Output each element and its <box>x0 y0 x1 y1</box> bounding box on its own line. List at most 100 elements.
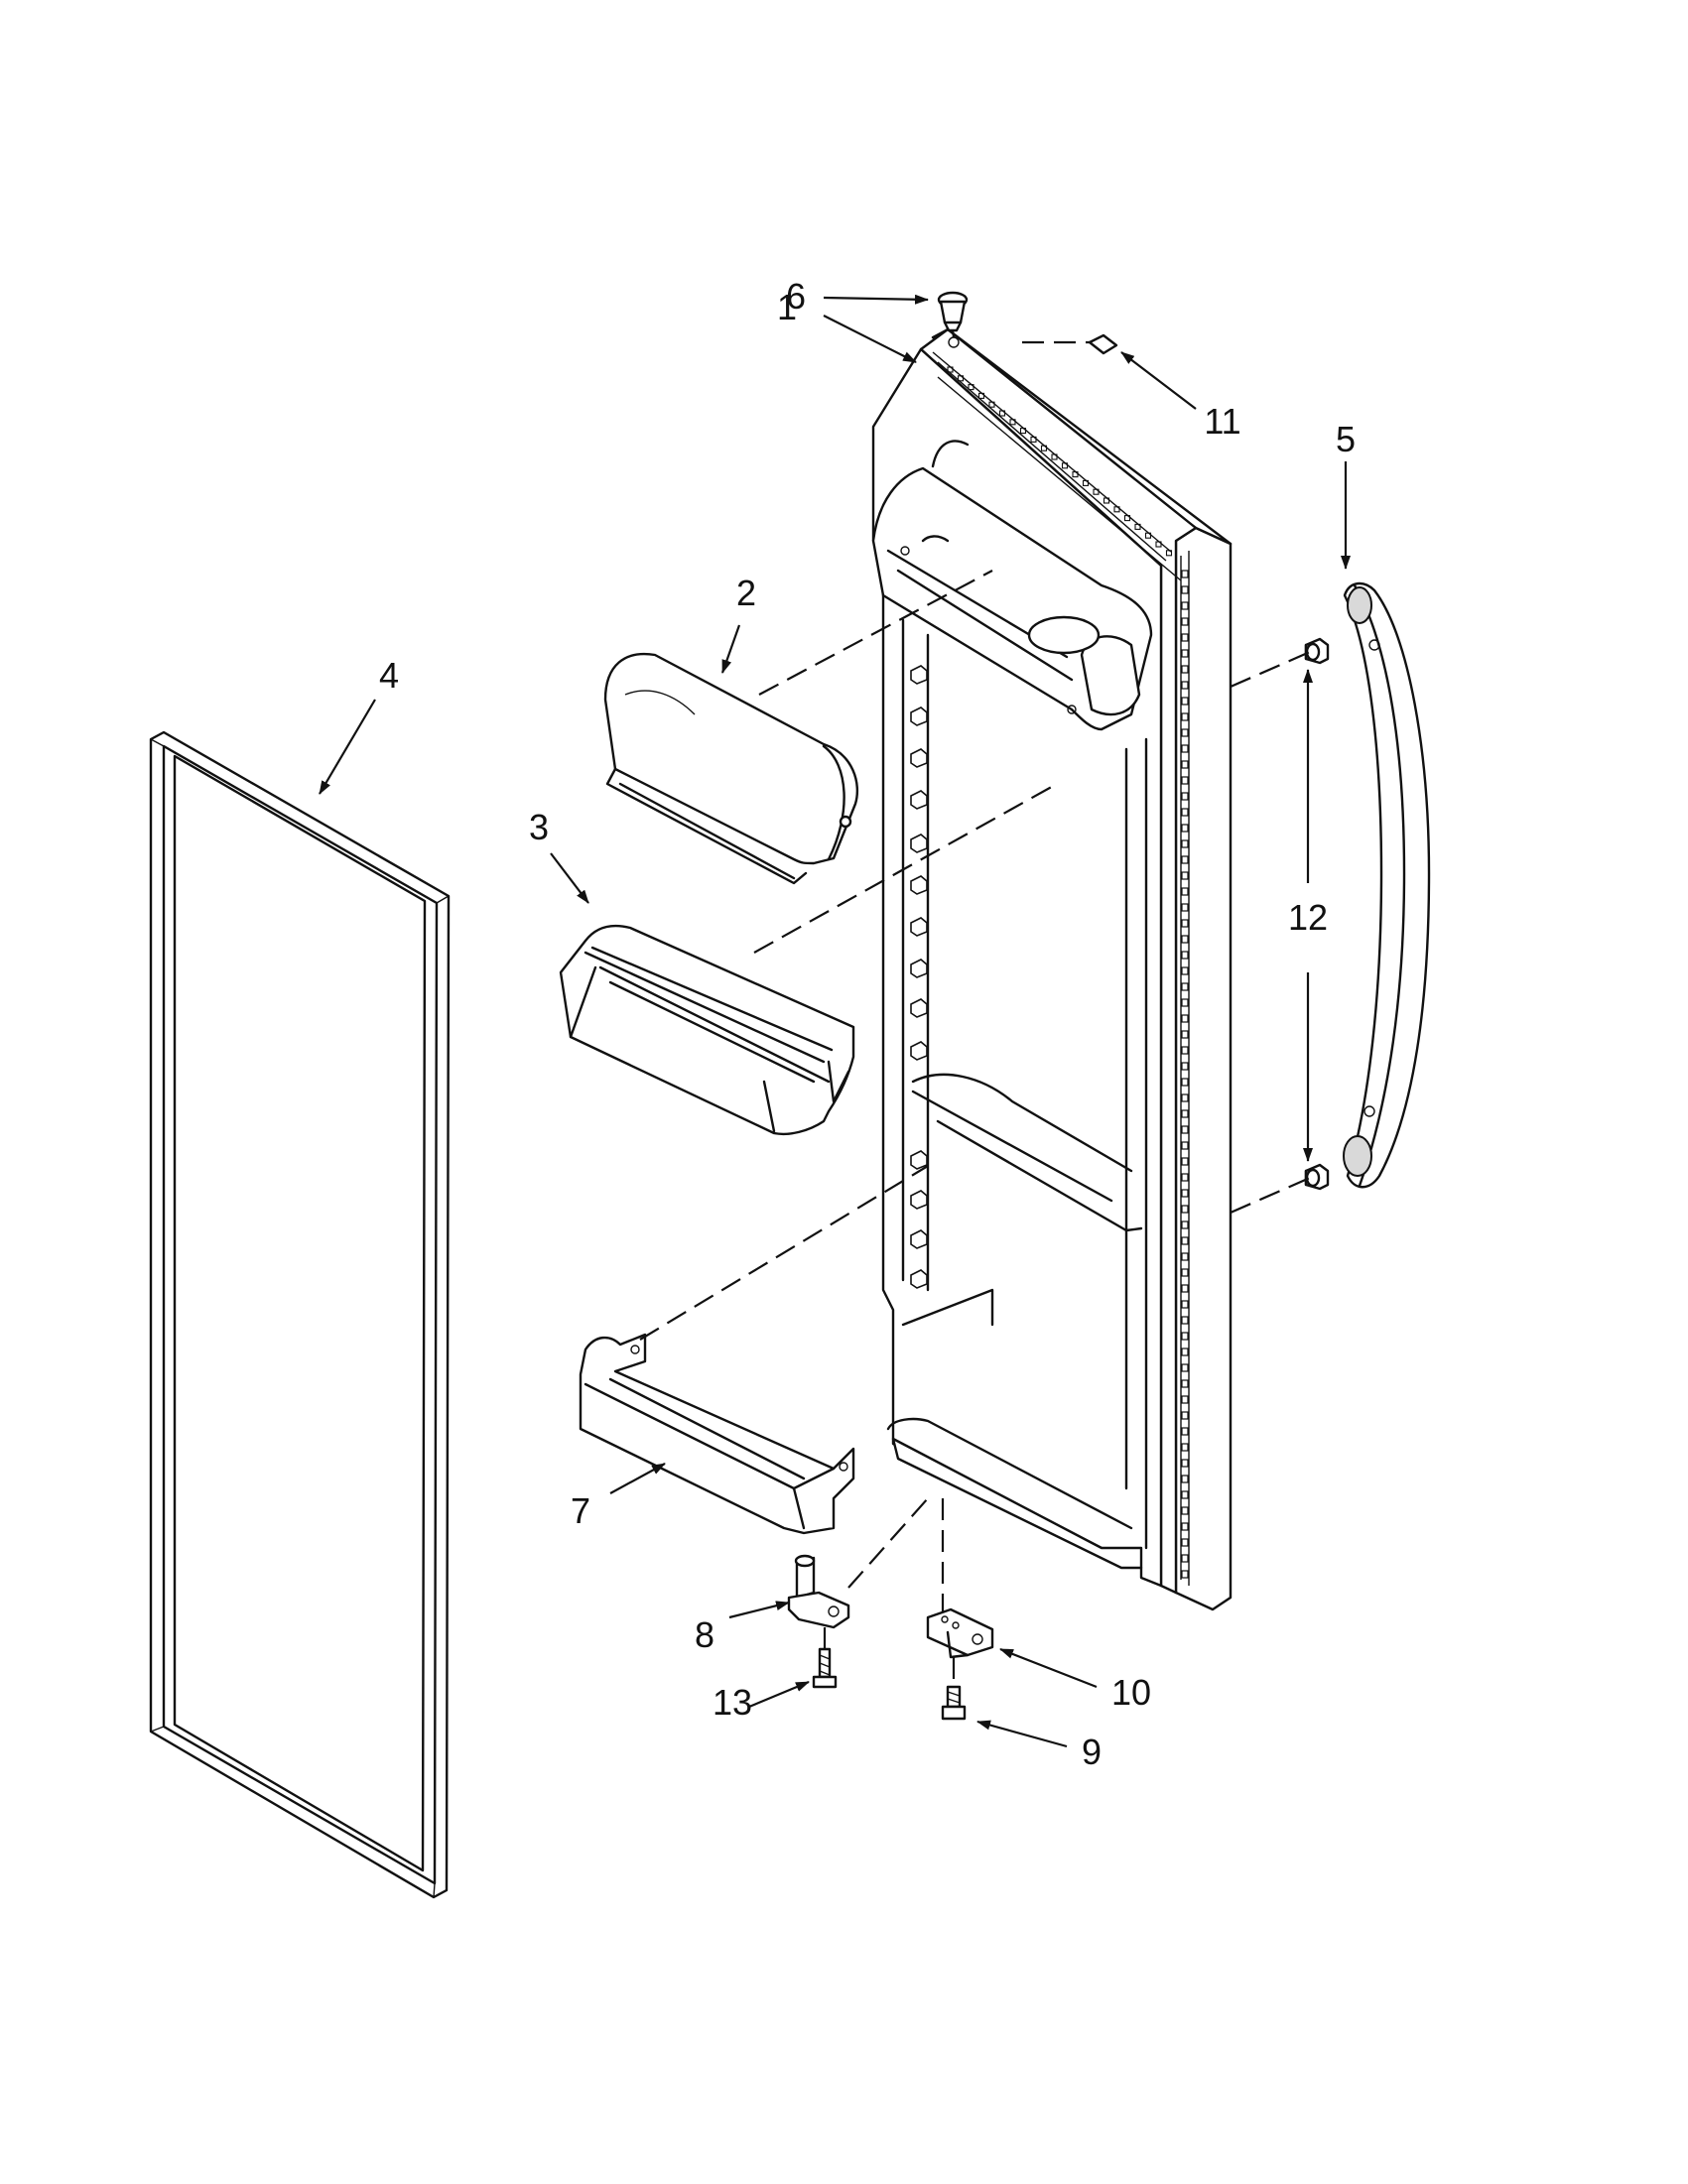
gasket-tick <box>1181 1062 1189 1071</box>
callout-3: 3 <box>529 807 549 847</box>
retainer-bump <box>910 665 928 685</box>
callout-7: 7 <box>571 1490 590 1531</box>
hinge-bracket-screw <box>812 1647 838 1689</box>
retainer-bump <box>910 748 928 768</box>
gasket-tick <box>1051 453 1058 460</box>
gasket-tick <box>1181 792 1189 801</box>
gasket-tick <box>1082 479 1090 486</box>
callout-12: 12 <box>1288 897 1328 938</box>
callout-4: 4 <box>379 655 399 696</box>
leader-4 <box>319 699 376 795</box>
gasket-tick <box>1181 1332 1189 1341</box>
gasket-tick <box>1019 428 1027 435</box>
retainer-bump <box>910 707 928 726</box>
gasket-tick <box>1181 855 1189 864</box>
gasket-tick <box>1181 1236 1189 1245</box>
gasket-tick <box>1181 1252 1189 1261</box>
gasket-tick <box>1155 541 1162 548</box>
lower-hinge-bracket <box>787 1554 850 1629</box>
gasket-tick <box>1181 1014 1189 1023</box>
gasket-tick <box>1181 1427 1189 1436</box>
assembly-line-top-plug <box>951 329 956 338</box>
lower-stud <box>1304 1163 1330 1191</box>
door-closure-bracket <box>926 1607 994 1659</box>
gasket-tick <box>1181 728 1189 737</box>
gasket-tick <box>1181 1348 1189 1356</box>
gasket-tick <box>957 375 965 382</box>
callout-2: 2 <box>736 573 756 613</box>
gasket-tick <box>1181 570 1189 578</box>
gasket-tick <box>1181 712 1189 721</box>
leader-arrows <box>319 294 1351 1748</box>
leader-13 <box>748 1680 810 1709</box>
gasket-tick <box>1181 649 1189 658</box>
gasket-tick <box>1181 982 1189 991</box>
gasket-tick <box>1181 1411 1189 1420</box>
handle-mounting-studs <box>1304 637 1330 1191</box>
gasket-tick <box>947 366 954 373</box>
gasket-tick <box>1181 998 1189 1007</box>
gasket-tick <box>1181 1141 1189 1150</box>
gasket-tick <box>1181 1078 1189 1087</box>
gasket-tick <box>1181 1284 1189 1293</box>
gasket-tick <box>988 401 995 408</box>
gasket-tick <box>977 392 985 399</box>
gasket-tick <box>1181 824 1189 833</box>
gasket-tick <box>1165 550 1173 557</box>
gasket-tick <box>1181 1395 1189 1404</box>
gasket-tick <box>1181 1506 1189 1515</box>
assembly-line-lower-stud <box>1230 1176 1311 1215</box>
retainer-bump <box>910 917 928 937</box>
gasket-tick <box>1181 1363 1189 1372</box>
leader-3 <box>550 852 589 904</box>
leader-6 <box>823 294 929 305</box>
gasket-tick <box>1181 744 1189 753</box>
gasket-tick <box>1181 935 1189 944</box>
gasket-tick <box>1134 523 1141 530</box>
gasket-tick <box>968 384 974 391</box>
gasket-tick <box>1181 1300 1189 1309</box>
gasket-tick <box>1181 697 1189 706</box>
gasket-tick <box>1181 665 1189 674</box>
leader-7 <box>609 1463 666 1494</box>
leader-1 <box>823 315 917 363</box>
retainer-bump <box>910 998 928 1018</box>
retainer-bump <box>910 1269 928 1289</box>
gasket-tick <box>1181 1093 1189 1102</box>
gasket-tick <box>1181 1189 1189 1198</box>
door-bin <box>559 924 855 1135</box>
gasket-tick <box>1181 1268 1189 1277</box>
gasket-tick <box>1181 617 1189 626</box>
dairy-door <box>603 652 859 885</box>
gasket-tick <box>1181 1157 1189 1166</box>
gasket-tick <box>1181 633 1189 642</box>
gasket-tick <box>1181 1205 1189 1214</box>
gasket-tick <box>1030 436 1037 443</box>
callout-1: 1 <box>777 287 797 327</box>
gasket-tick <box>1061 462 1069 469</box>
gasket-tick <box>1181 601 1189 610</box>
callout-9: 9 <box>1082 1732 1102 1772</box>
leader-8 <box>728 1601 790 1619</box>
gasket-tick <box>1093 488 1100 495</box>
retainer-bump <box>910 834 928 853</box>
door-liner <box>871 327 1233 1611</box>
leader-2 <box>720 624 741 674</box>
gasket-tick <box>1181 776 1189 785</box>
callout-13: 13 <box>713 1682 752 1723</box>
leader-11 <box>1120 351 1197 410</box>
assembly-line-door-bin <box>753 783 1058 954</box>
gasket-tick <box>1181 681 1189 690</box>
gasket-tick <box>1181 871 1189 880</box>
callout-11: 11 <box>1204 401 1240 442</box>
gasket-tick <box>1181 1443 1189 1452</box>
gasket-tick <box>1181 1554 1189 1563</box>
door-label <box>1088 333 1118 355</box>
gasket-tick <box>1113 506 1120 513</box>
retainer-bump <box>910 790 928 810</box>
leader-9 <box>976 1720 1068 1748</box>
gasket-channel-ticks <box>1181 570 1189 1579</box>
gasket-top-ticks <box>947 366 1173 557</box>
gasket-tick <box>1144 532 1152 539</box>
gasket-tick <box>1103 497 1110 504</box>
